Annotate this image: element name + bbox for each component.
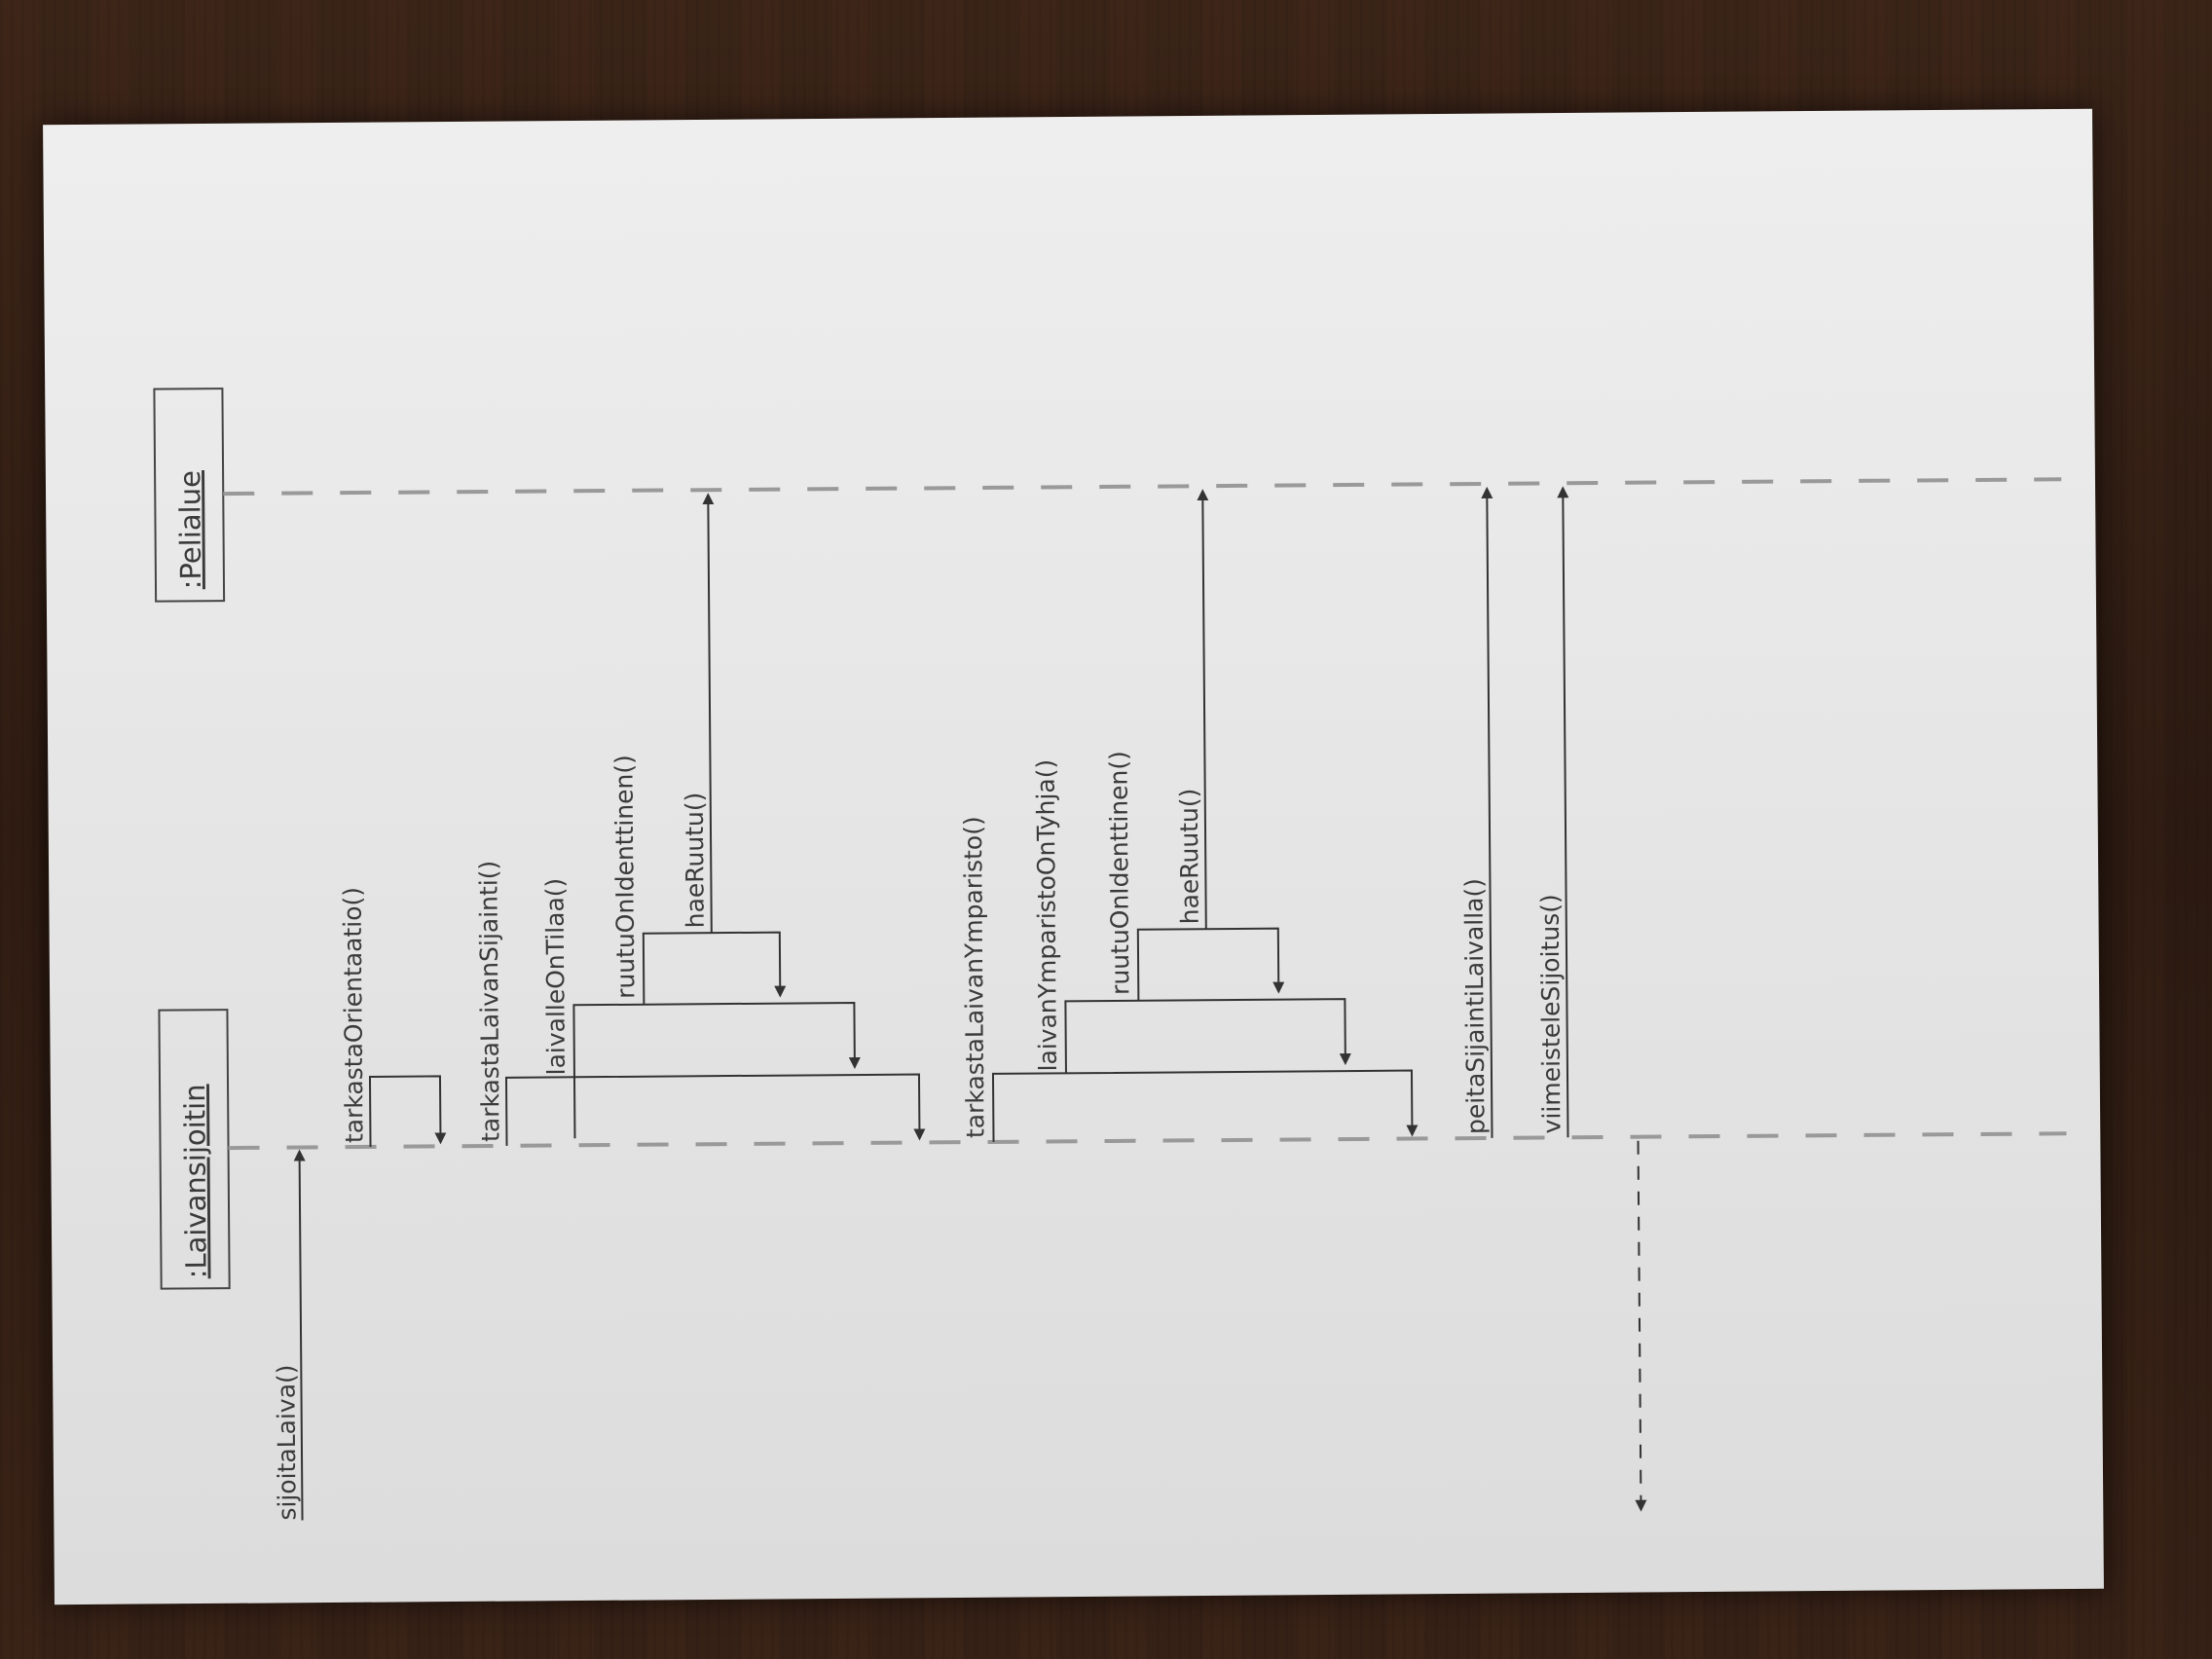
label-tarkastaLaivanYmparisto: tarkastaLaivanYmparisto() bbox=[959, 816, 990, 1138]
selfcall-ruutuOnIdenttinen-2 bbox=[1136, 927, 1285, 1001]
lifeline-pelialue bbox=[223, 477, 2062, 497]
label-haeRuutu-2: haeRuutu() bbox=[1175, 789, 1204, 925]
arrow-sijoitaLaiva bbox=[293, 1149, 306, 1521]
label-peitaSijaintiLaivalla: peitaSijaintiLaivalla() bbox=[1459, 878, 1490, 1134]
label-tarkastaLaivanSijainti: tarkastaLaivanSijainti() bbox=[474, 861, 504, 1142]
selfcall-ruutuOnIdenttinen-1 bbox=[642, 931, 787, 1005]
label-ruutuOnIdenttinen-2: ruutuOnIdenttinen() bbox=[1104, 751, 1134, 995]
object-label-pelialue: :Pelialue bbox=[173, 470, 207, 589]
selfcall-laivanYmparistoOnTyhja bbox=[1064, 998, 1351, 1074]
selfcall-tarkastaOrientaatio bbox=[368, 1075, 447, 1147]
label-tarkastaOrientaatio: tarkastaOrientaatio() bbox=[338, 887, 368, 1143]
object-label-laivansijoitin: :Laivansijoitin bbox=[178, 1084, 213, 1278]
selfcall-tarkastaLaivanYmparisto bbox=[991, 1069, 1419, 1142]
return-arrow-dashed bbox=[1635, 1140, 1647, 1512]
selfcall-tarkastaLaivanSijainti bbox=[504, 1073, 926, 1146]
arrow-haeRuutu-1 bbox=[702, 493, 715, 934]
arrow-haeRuutu-2 bbox=[1197, 489, 1209, 930]
label-haeRuutu-1: haeRuutu() bbox=[681, 793, 710, 929]
arrow-peitaSijaintiLaivalla bbox=[1481, 486, 1493, 1138]
label-sijoitaLaiva: sijoitaLaiva() bbox=[272, 1364, 301, 1520]
label-laivanYmparistoOnTyhja: laivanYmparistoOnTyhja() bbox=[1031, 759, 1062, 1072]
label-ruutuOnIdenttinen-1: ruutuOnIdenttinen() bbox=[609, 755, 640, 999]
arrow-viimeisteleSijoitus bbox=[1557, 486, 1569, 1138]
lifeline-laivansijoitin bbox=[228, 1131, 2067, 1151]
label-viimeisteleSijoitus: viimeisteleSijoitus() bbox=[1536, 894, 1567, 1133]
selfcall-laivalleOnTilaa bbox=[572, 1002, 861, 1139]
label-laivalleOnTilaa: laivalleOnTilaa() bbox=[540, 878, 571, 1076]
